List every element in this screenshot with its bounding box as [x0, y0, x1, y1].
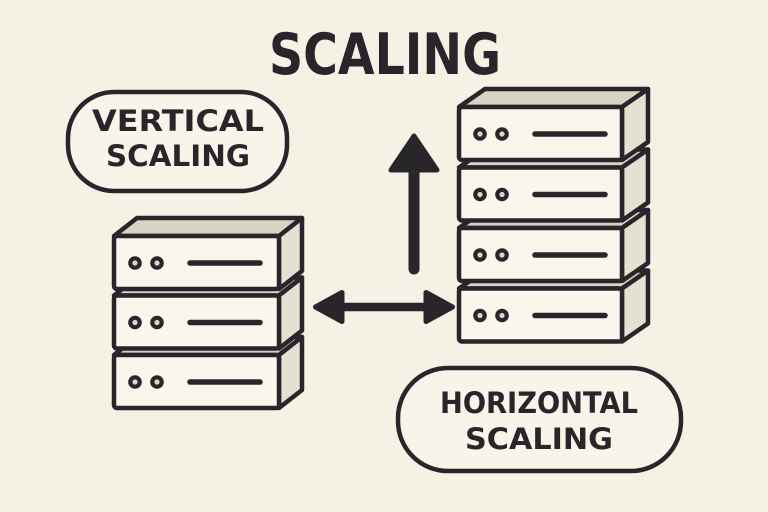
vertical-scaling-label-line1: VERTICAL — [92, 104, 264, 138]
led-icon — [128, 315, 142, 330]
led-icon — [150, 256, 164, 270]
right-arrow-head — [423, 290, 455, 324]
vertical-scaling-label-line2: SCALING — [106, 139, 250, 173]
server-unit — [456, 86, 651, 163]
led-icon — [150, 315, 164, 330]
server-top-face — [111, 215, 305, 239]
up-arrow-head — [388, 133, 440, 173]
led-icon — [473, 308, 487, 323]
server-top-face — [456, 86, 651, 110]
led-icon — [495, 187, 509, 202]
led-icon — [128, 375, 142, 389]
horizontal-scaling-callout: HORIZONTAL SCALING — [395, 365, 684, 474]
led-icon — [128, 256, 142, 270]
horizontal-scaling-label-line1: HORIZONTAL — [440, 386, 638, 420]
led-icon — [495, 127, 509, 141]
horizontal-scaling-label-line2: SCALING — [465, 422, 613, 456]
page-title: SCALING — [269, 22, 501, 88]
led-icon — [150, 375, 164, 389]
left-arrow-head — [313, 290, 345, 324]
left-right-arrow-icon — [313, 290, 455, 324]
up-arrow-icon — [388, 133, 440, 275]
led-icon — [495, 308, 509, 323]
horizontal-scaling-bubble — [395, 365, 684, 474]
server-stack-horizontal — [456, 86, 651, 344]
vertical-scaling-callout: VERTICAL SCALING — [65, 89, 290, 194]
led-icon — [495, 248, 509, 262]
vertical-scaling-bubble — [65, 89, 290, 194]
led-icon — [473, 127, 487, 141]
led-icon — [473, 248, 487, 262]
server-stack-vertical — [111, 215, 305, 411]
led-icon — [473, 187, 487, 202]
server-unit — [111, 215, 305, 292]
